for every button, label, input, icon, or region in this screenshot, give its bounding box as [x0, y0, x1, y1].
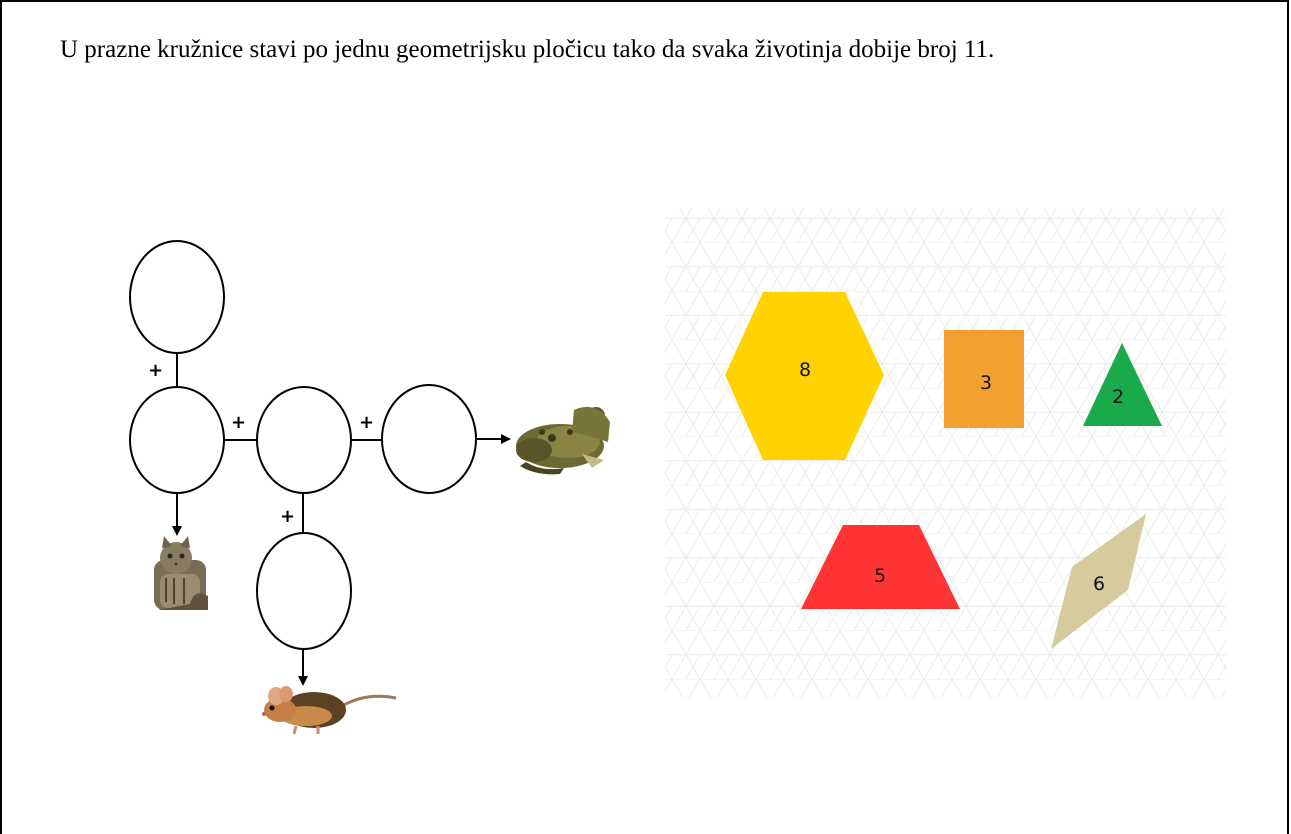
- plus-sign: +: [359, 412, 374, 433]
- empty-circles: [129, 240, 477, 650]
- tile-value: 3: [980, 372, 992, 394]
- tile-hexagon[interactable]: 8: [725, 292, 884, 460]
- triangle-shape: [1083, 343, 1162, 426]
- empty-circle-right[interactable]: [381, 384, 477, 494]
- plus-sign: +: [231, 412, 246, 433]
- plus-sign: +: [280, 506, 295, 527]
- tile-square[interactable]: 3: [944, 330, 1024, 428]
- mouse-icon: [262, 686, 397, 735]
- tiles-area: 8 3 2 5 6: [665, 208, 1226, 698]
- plus-sign: +: [148, 360, 163, 381]
- instruction-text: U prazne kružnice stavi po jednu geometr…: [60, 36, 995, 63]
- connector-lines: [176, 352, 383, 533]
- frog-icon: [516, 406, 610, 475]
- cat-icon: [154, 536, 208, 610]
- triangle-grid-background: [665, 208, 1226, 698]
- tile-value: 6: [1093, 573, 1105, 595]
- trapezoid-shape: [801, 525, 960, 609]
- square-shape: [944, 330, 1024, 428]
- empty-circle-top[interactable]: [129, 240, 225, 354]
- tile-trapezoid[interactable]: 5: [801, 525, 960, 609]
- sum-diagram: + + + +: [129, 240, 610, 735]
- empty-circle-left[interactable]: [129, 386, 225, 494]
- hexagon-shape: [725, 292, 884, 460]
- tile-rhombus[interactable]: 6: [1051, 514, 1146, 649]
- empty-circle-bottom[interactable]: [256, 532, 352, 650]
- arrows: [172, 434, 511, 686]
- tile-value: 5: [874, 565, 886, 587]
- tile-triangle[interactable]: 2: [1083, 343, 1162, 426]
- tile-value: 2: [1112, 386, 1124, 408]
- tile-value: 8: [799, 359, 811, 381]
- empty-circle-center[interactable]: [256, 386, 352, 494]
- rhombus-shape: [1051, 514, 1146, 649]
